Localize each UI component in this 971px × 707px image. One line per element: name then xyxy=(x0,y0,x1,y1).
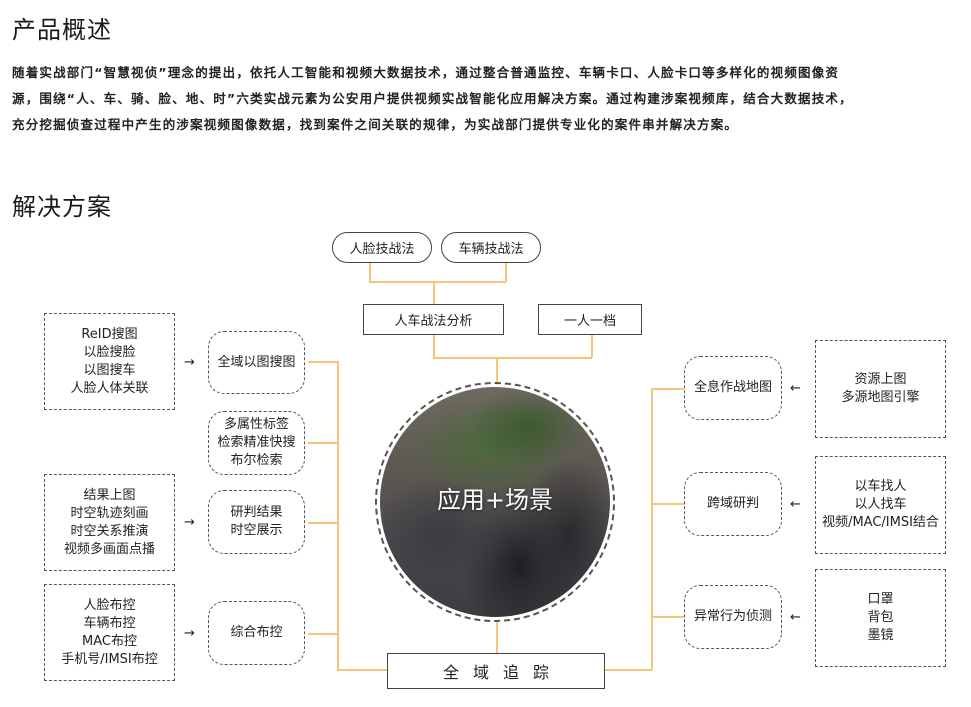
right-spine xyxy=(651,388,653,670)
node-abnormal-behavior[interactable]: 异常行为侦测 xyxy=(684,585,782,649)
connector-line xyxy=(308,633,338,635)
arrow-left-icon: ← xyxy=(790,497,801,512)
connector-line xyxy=(651,388,684,390)
source-item: 资源上图 xyxy=(854,372,907,387)
arrow-right-icon: → xyxy=(184,626,195,641)
connector-line xyxy=(505,262,507,282)
connector-line xyxy=(651,503,684,505)
center-label: 应用+场景 xyxy=(436,486,554,514)
arrow-right-icon: → xyxy=(184,515,195,530)
node-label: 异常行为侦测 xyxy=(693,609,772,624)
source-item: 时空关系推演 xyxy=(70,523,149,539)
connector-line xyxy=(496,620,498,654)
source-item: 视频多画面点播 xyxy=(63,541,155,557)
source-item: 以脸搜脸 xyxy=(83,344,136,360)
face-tactics-pill[interactable]: 人脸技战法 xyxy=(332,232,432,263)
overview-line: 源，围绕“人、车、骑、脸、地、时”六类实战元素为公安用户提供视频实战智能化应用解… xyxy=(12,91,853,106)
source-item: ReID搜图 xyxy=(81,326,138,342)
arrow-right-icon: → xyxy=(184,355,195,370)
left-source-box-results: 结果上图 时空轨迹刻画 时空关系推演 视频多画面点播 xyxy=(44,474,175,571)
source-item: 以人找车 xyxy=(854,497,907,512)
node-label: 时空展示 xyxy=(230,523,283,538)
left-spine xyxy=(337,361,339,670)
source-item: 墨镜 xyxy=(867,628,894,643)
connector-line xyxy=(308,522,338,524)
node-attribute-search[interactable]: 多属性标签 检索精准快搜 布尔检索 xyxy=(208,411,305,475)
source-item: 人脸人体关联 xyxy=(70,380,149,396)
connector-line xyxy=(433,357,592,359)
source-item: 多源地图引擎 xyxy=(841,390,920,405)
arrow-left-icon: ← xyxy=(790,381,801,396)
node-label: 多属性标签 xyxy=(223,417,289,432)
center-scene-image xyxy=(380,387,610,617)
overview-line: 随着实战部门“智慧视侦”理念的提出，依托人工智能和视频大数据技术，通过整合普通监… xyxy=(12,65,840,80)
node-label: 综合布控 xyxy=(230,625,283,640)
global-tracking-box[interactable]: 全域追踪 xyxy=(387,653,605,689)
connector-line xyxy=(433,334,435,358)
arrow-left-icon: ← xyxy=(790,610,801,625)
right-source-box-behavior: 口罩 背包 墨镜 xyxy=(815,569,946,667)
node-integrated-control[interactable]: 综合布控 xyxy=(208,601,305,665)
connector-line xyxy=(496,357,498,383)
node-label: 检索精准快搜 xyxy=(217,435,296,450)
source-item: 人脸布控 xyxy=(83,597,136,613)
connector-line xyxy=(591,334,593,358)
source-item: 结果上图 xyxy=(83,487,136,503)
source-item: 视频/MAC/IMSI结合 xyxy=(822,515,939,530)
source-item: 背包 xyxy=(867,610,894,625)
node-label: 研判结果 xyxy=(230,505,283,520)
node-label: 跨域研判 xyxy=(706,496,759,511)
source-item: 车辆布控 xyxy=(83,615,136,631)
source-item: MAC布控 xyxy=(82,633,137,649)
overview-title: 产品概述 xyxy=(12,16,112,44)
right-source-box-map: 资源上图 多源地图引擎 xyxy=(815,340,946,438)
node-label: 全息作战地图 xyxy=(693,380,772,395)
node-cross-domain-analysis[interactable]: 跨域研判 xyxy=(684,472,782,536)
person-vehicle-analysis-box[interactable]: 人车战法分析 xyxy=(363,304,504,335)
connector-line xyxy=(308,442,338,444)
connector-line xyxy=(369,262,371,282)
node-global-image-search[interactable]: 全域以图搜图 xyxy=(208,331,305,394)
connector-line xyxy=(605,669,652,671)
node-label: 全域以图搜图 xyxy=(217,354,296,370)
solution-title: 解决方案 xyxy=(12,193,112,221)
source-item: 以车找人 xyxy=(854,479,907,494)
connector-line xyxy=(651,616,684,618)
connector-line xyxy=(337,669,388,671)
node-label: 布尔检索 xyxy=(230,453,283,468)
connector-line xyxy=(308,361,338,363)
one-person-one-file-box[interactable]: 一人一档 xyxy=(538,304,642,335)
node-holographic-map[interactable]: 全息作战地图 xyxy=(684,356,782,420)
source-item: 手机号/IMSI布控 xyxy=(61,651,158,667)
right-source-box-cross: 以车找人 以人找车 视频/MAC/IMSI结合 xyxy=(815,456,946,554)
connector-line xyxy=(433,281,435,305)
overview-line: 充分挖掘侦查过程中产生的涉案视频图像数据，找到案件之间关联的规律，为实战部门提供… xyxy=(12,117,739,132)
vehicle-tactics-pill[interactable]: 车辆技战法 xyxy=(441,232,541,263)
source-item: 时空轨迹刻画 xyxy=(70,505,149,521)
overview-paragraph: 随着实战部门“智慧视侦”理念的提出，依托人工智能和视频大数据技术，通过整合普通监… xyxy=(12,60,957,138)
node-result-display[interactable]: 研判结果 时空展示 xyxy=(208,490,305,554)
left-source-box-search: ReID搜图 以脸搜脸 以图搜车 人脸人体关联 xyxy=(44,313,175,410)
connector-line xyxy=(369,281,506,283)
left-source-box-control: 人脸布控 车辆布控 MAC布控 手机号/IMSI布控 xyxy=(44,584,175,681)
source-item: 口罩 xyxy=(867,592,894,607)
source-item: 以图搜车 xyxy=(83,362,136,378)
